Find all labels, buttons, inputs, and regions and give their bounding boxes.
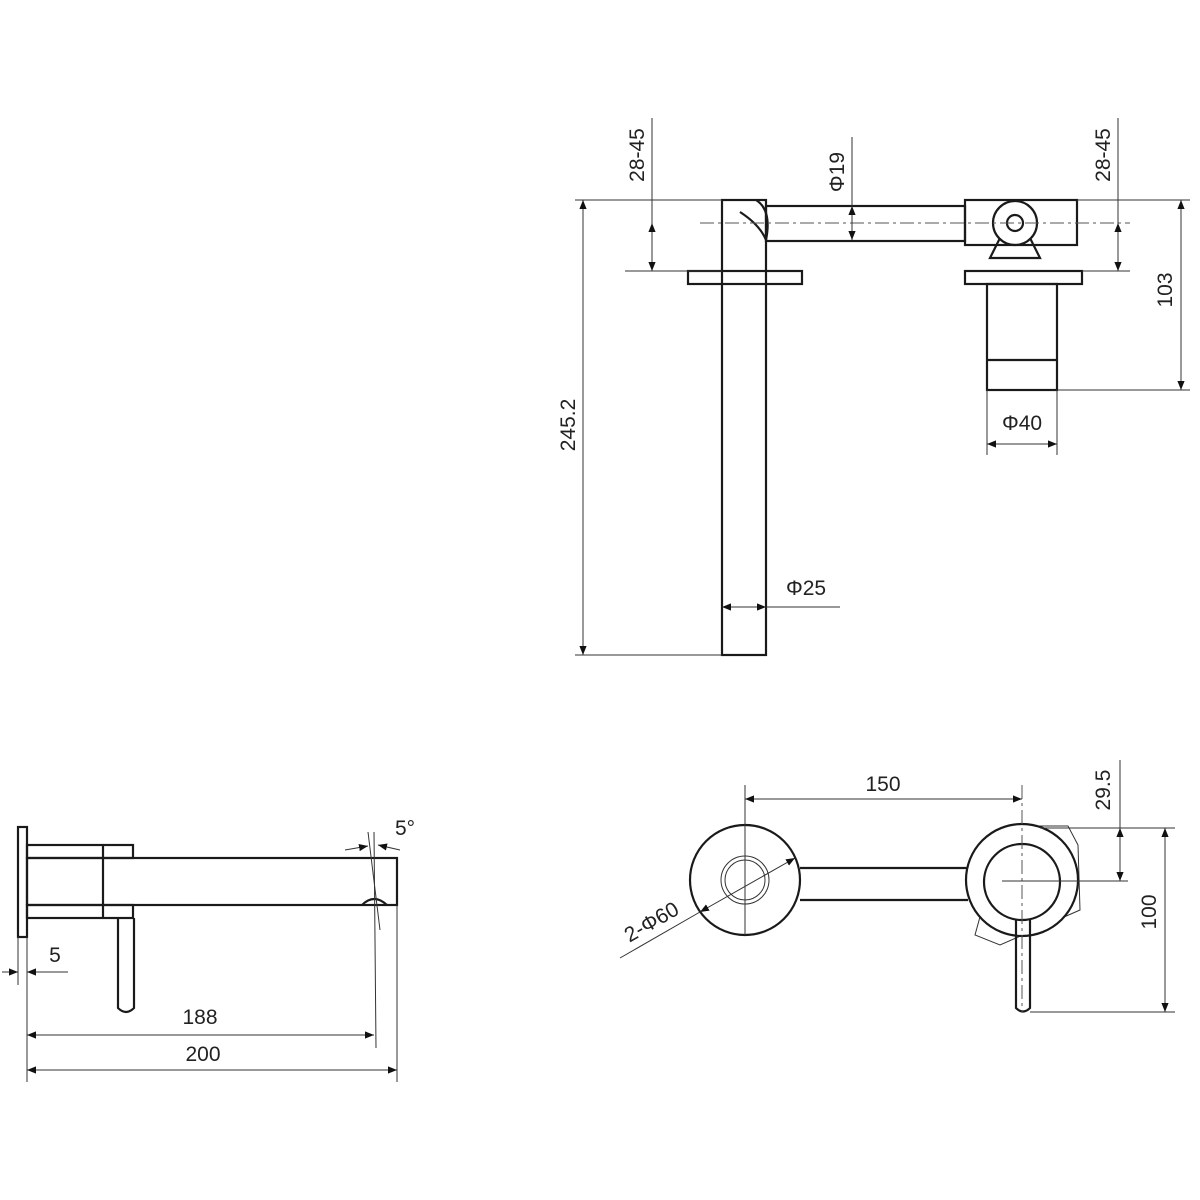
- dim-pipe-diameter: Φ19: [826, 152, 849, 192]
- spout-collar: [686, 269, 804, 286]
- body-lower: [25, 903, 135, 920]
- dim-overall-length: 200: [185, 1043, 220, 1066]
- side-view: 5 5° 188 200: [2, 817, 415, 1082]
- dim-wall-depth-left: 28-45: [626, 128, 649, 182]
- dim-spout-diameter: Φ25: [786, 577, 826, 600]
- dim-valve-diameter: Φ40: [1002, 412, 1042, 435]
- dim-spout-reach: 188: [182, 1006, 217, 1029]
- front-view: 150 2-Φ60 29.5 100: [619, 760, 1175, 1013]
- body-upper: [25, 843, 135, 860]
- valve-flange: [963, 269, 1084, 286]
- valve-bracket: [988, 237, 1042, 260]
- dim-spout-angle: 5°: [395, 817, 415, 840]
- dim-valve-height: 103: [1154, 272, 1177, 307]
- dim-overall-height: 245.2: [557, 399, 580, 452]
- dim-wall-depth-right: 28-45: [1092, 128, 1115, 182]
- dim-handle-offset: 29.5: [1092, 770, 1115, 811]
- lever-handle: [1014, 920, 1032, 1013]
- handle: [116, 918, 136, 1014]
- dim-plate-height: 100: [1138, 894, 1161, 929]
- spout-vertical: [720, 198, 768, 657]
- spout-elbow: [739, 199, 769, 244]
- spout: [25, 856, 399, 907]
- dim-plate-thickness: 5: [49, 944, 61, 967]
- valve-cartridge: [985, 282, 1059, 392]
- valve-box: [974, 825, 1081, 946]
- top-view: 245.2 28-45 Φ19 28-45 103 Φ40 Φ25: [557, 118, 1190, 657]
- wall-plate: [16, 825, 29, 939]
- dim-center-distance: 150: [865, 773, 900, 796]
